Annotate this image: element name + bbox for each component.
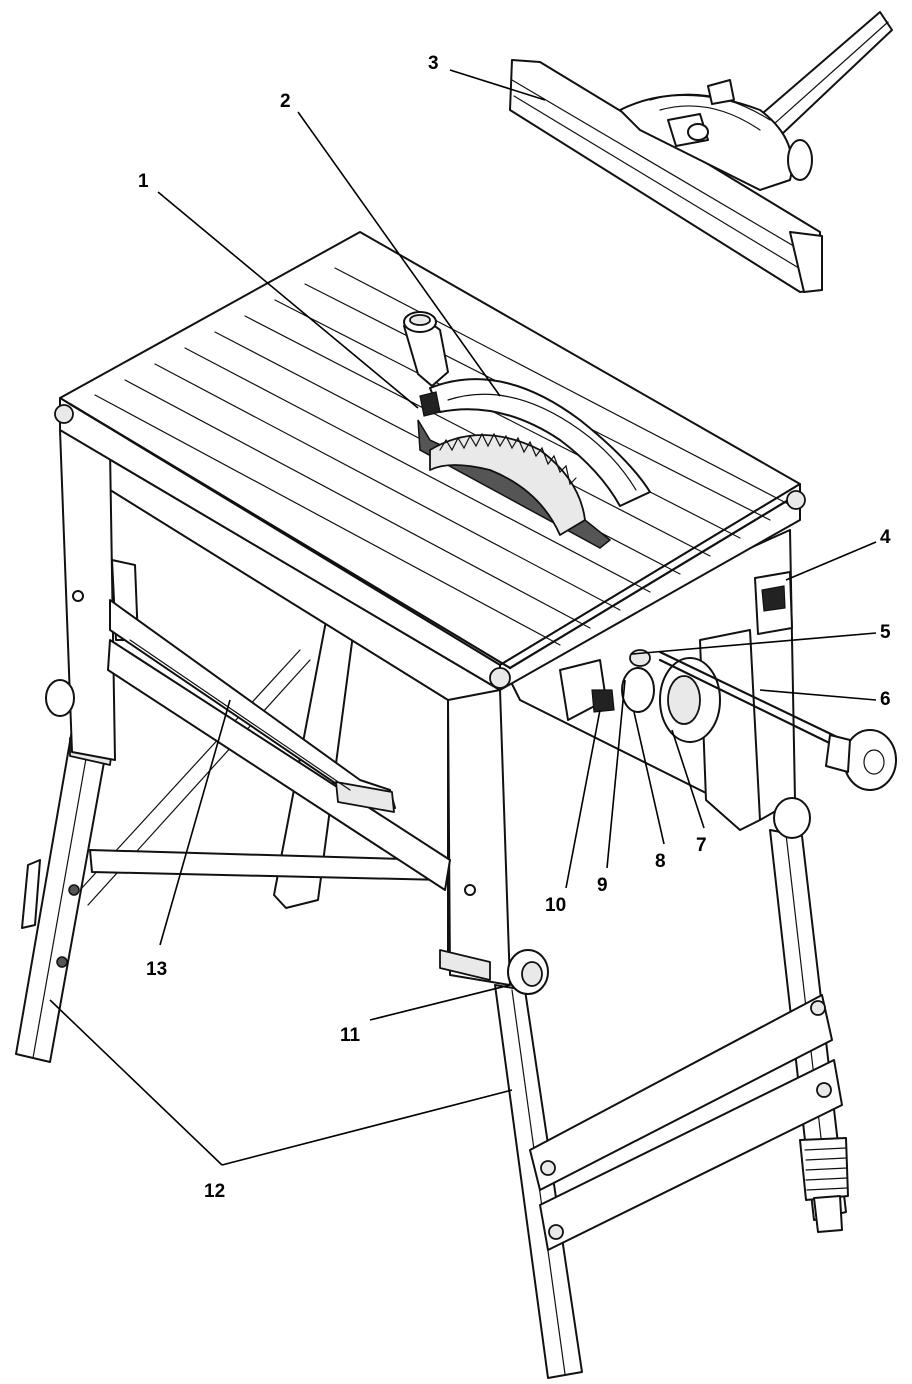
callout-9: 9 (597, 875, 608, 896)
callout-2: 2 (280, 91, 291, 112)
callout-1: 1 (138, 171, 149, 192)
side-control-panel (559, 571, 897, 831)
callout-4: 4 (880, 527, 891, 548)
callout-leaders (49, 69, 877, 1166)
callout-7: 7 (696, 835, 707, 856)
callout-3: 3 (428, 53, 439, 74)
support-arm (107, 599, 451, 891)
callout-11: 11 (340, 1025, 361, 1046)
callout-12: 12 (204, 1181, 225, 1202)
leg-lock-knobs (45, 679, 811, 995)
saw-blade-and-guard (403, 311, 651, 549)
callout-5: 5 (880, 622, 891, 643)
callout-10: 10 (545, 895, 566, 916)
leveling-foot (799, 1137, 849, 1233)
callout-6: 6 (880, 689, 891, 710)
callout-8: 8 (655, 851, 666, 872)
miter-gauge (509, 11, 893, 293)
callout-labels: 1 2 3 4 5 6 7 8 9 10 11 12 13 (138, 53, 891, 1202)
callout-13: 13 (146, 959, 167, 980)
front-left-leg (15, 729, 113, 1063)
cross-brace (529, 994, 843, 1251)
